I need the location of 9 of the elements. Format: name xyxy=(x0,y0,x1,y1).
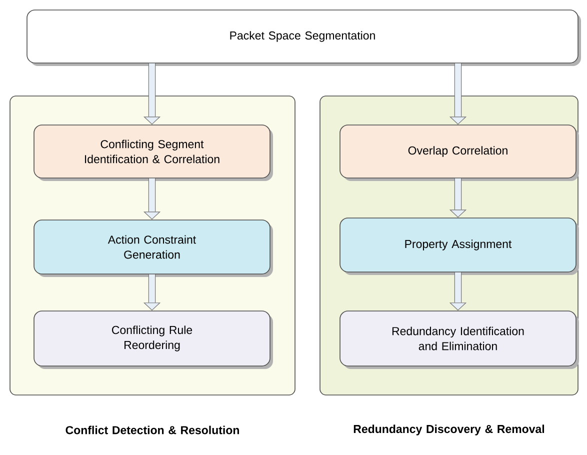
header-box: Packet Space Segmentation xyxy=(26,10,581,66)
process-box: Overlap Correlation xyxy=(340,124,579,181)
panel-caption: Conflict Detection & Resolution xyxy=(66,426,239,434)
process-box: Conflicting Rule Reordering xyxy=(34,310,273,369)
process-box: Action Constraint Generation xyxy=(34,220,273,277)
process-box: Redundancy Identification and Elimination xyxy=(340,310,579,369)
process-box: Conflicting Segment Identification & Correlation xyxy=(34,124,273,181)
process-box: Property Assignment xyxy=(340,218,579,275)
panel-caption: Redundancy Discovery & Removal xyxy=(354,424,544,436)
